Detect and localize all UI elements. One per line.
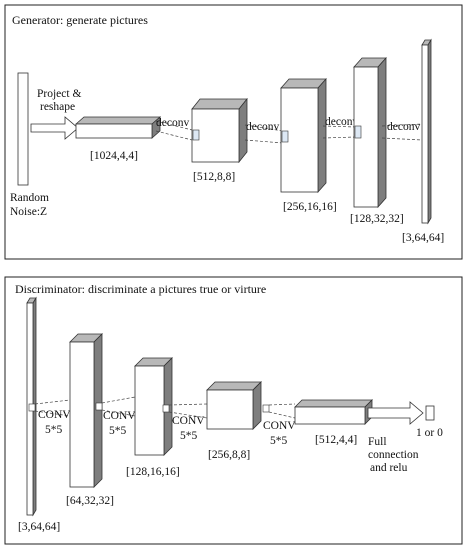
fc-label-line2: connection <box>368 449 419 461</box>
generator-title: Generator: generate pictures <box>12 13 148 27</box>
deconv-projection-1 <box>155 120 197 142</box>
gen-shape-label-1: [1024,4,4] <box>90 150 138 162</box>
conv-kernel-3: 5*5 <box>180 430 198 442</box>
output-label: 1 or 0 <box>416 427 443 439</box>
deconv-label-2: deconv <box>246 121 279 133</box>
conv-projection-2 <box>101 396 136 417</box>
gen-layer-1024-box <box>74 116 162 139</box>
gen-layer-256-box <box>280 77 327 194</box>
conv-projection-4 <box>262 403 296 419</box>
conv-kernel-2: 5*5 <box>109 425 127 437</box>
fc-label-line3: and relu <box>370 462 408 474</box>
disc-layer-256-box <box>206 381 262 430</box>
discriminator-title: Discriminator: discriminate a pictures t… <box>15 282 266 296</box>
noise-vector <box>17 72 29 186</box>
deconv-projection-4 <box>381 123 423 141</box>
deconv-projection-3 <box>322 125 357 139</box>
disc-layer-128-box <box>134 357 173 456</box>
disc-shape-label-3: [256,8,8] <box>208 449 250 461</box>
disc-shape-label-4: [512,4,4] <box>315 434 357 446</box>
disc-shape-label-2: [128,16,16] <box>126 466 180 478</box>
conv-projection-3 <box>168 403 208 419</box>
gen-shape-label-3: [256,16,16] <box>283 201 337 213</box>
full-connection-arrow <box>367 401 424 425</box>
project-label-line1: Project & <box>37 88 81 100</box>
conv-label-4: CONV <box>263 420 296 432</box>
deconv-label-3: deconv <box>325 116 358 128</box>
deconv-label-1: deconv <box>156 117 189 129</box>
conv-kernel-1: 5*5 <box>45 424 63 436</box>
disc-input-image-box <box>26 296 37 517</box>
output-unit <box>425 405 435 421</box>
project-label-line2: reshape <box>40 101 75 113</box>
noise-label-line2: Noise:Z <box>10 206 47 218</box>
conv-label-3: CONV <box>172 415 205 427</box>
conv-projection-1 <box>34 399 71 417</box>
fc-label-line1: Full <box>368 436 387 448</box>
gen-shape-label-2: [512,8,8] <box>193 171 235 183</box>
gen-output-image-box <box>421 38 432 225</box>
gen-shape-label-4: [128,32,32] <box>350 213 404 225</box>
discriminator-panel: Discriminator: discriminate a pictures t… <box>4 276 463 545</box>
disc-layer-64-box <box>69 333 103 488</box>
disc-shape-label-1: [64,32,32] <box>66 495 114 507</box>
gen-shape-label-5: [3,64,64] <box>402 232 444 244</box>
deconv-label-4: deconv <box>387 121 420 133</box>
noise-label-line1: Random <box>10 192 49 204</box>
disc-layer-512-box <box>294 399 373 425</box>
conv-kernel-4: 5*5 <box>270 435 288 447</box>
conv-label-1: CONV <box>38 409 71 421</box>
disc-shape-label-0: [3,64,64] <box>18 521 60 533</box>
gen-layer-128-box <box>353 56 387 209</box>
project-arrow <box>30 116 79 140</box>
generator-panel: Generator: generate pictures Random Nois… <box>4 4 463 260</box>
deconv-projection-2 <box>244 124 284 144</box>
conv-label-2: CONV <box>103 410 136 422</box>
gen-layer-512-box <box>191 97 248 164</box>
